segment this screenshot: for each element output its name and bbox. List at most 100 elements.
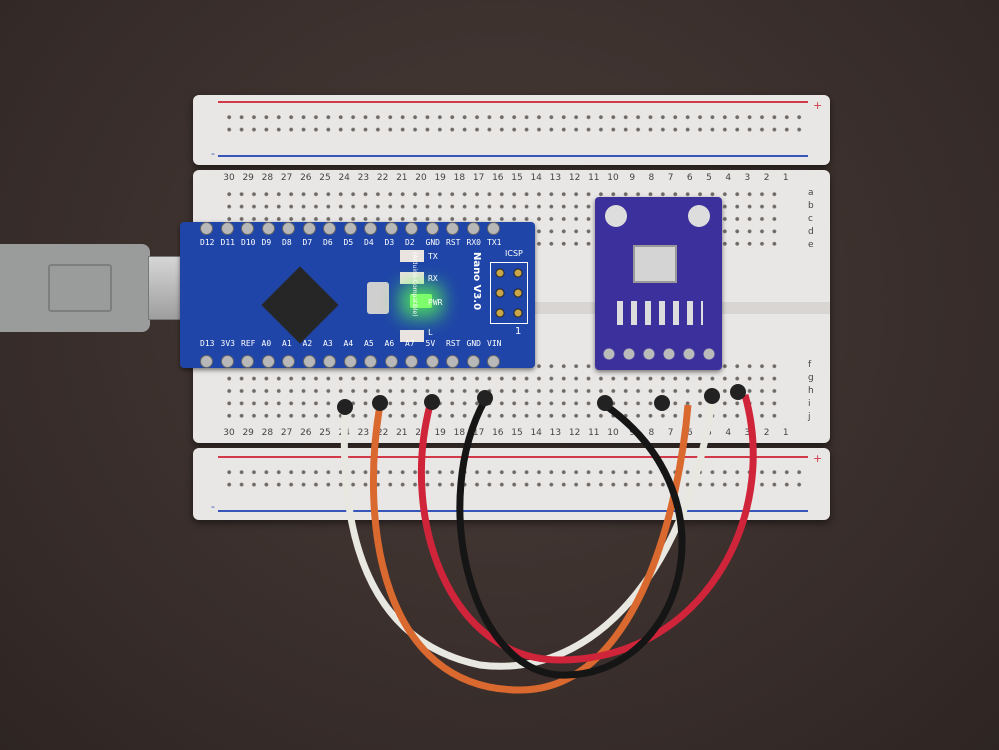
column-number: 28 [261, 173, 274, 183]
column-number: 16 [492, 173, 504, 183]
icsp-label: ICSP [505, 249, 523, 258]
column-number: 14 [530, 173, 542, 183]
column-number: 7 [667, 428, 674, 438]
column-number: 15 [511, 173, 523, 183]
column-number: 29 [242, 173, 254, 183]
header-pin [364, 222, 377, 235]
column-number: 19 [434, 428, 446, 438]
pin-label-gnd: GND [425, 238, 440, 247]
column-number: 3 [744, 428, 751, 438]
column-number: 15 [511, 428, 523, 438]
column-number: 18 [453, 428, 466, 438]
column-number: 1 [782, 173, 789, 183]
column-number: 28 [261, 428, 274, 438]
top-power-rail: + - [193, 95, 830, 165]
arduino-nano-board: Nano V3.0 (Arduino-Compatible) ICSP 1 D1… [180, 222, 535, 368]
header-pin [323, 222, 336, 235]
header-pin [200, 222, 213, 235]
reset-button [367, 282, 389, 314]
pin-label-d13: D13 [200, 339, 215, 348]
column-number: 19 [434, 173, 446, 183]
led-l [400, 330, 424, 342]
column-number: 6 [686, 173, 693, 183]
header-pin [302, 222, 316, 235]
header-pin [487, 355, 500, 368]
pin-label-a7: A7 [405, 339, 415, 348]
pin-label-d6: D6 [323, 238, 333, 247]
pin-label-d12: D12 [200, 238, 215, 247]
column-number: 21 [396, 173, 408, 183]
pin-label-d3: D3 [384, 238, 395, 247]
column-number: 23 [357, 173, 370, 183]
pressure-sensor-module [595, 197, 722, 370]
header-pin [343, 355, 357, 368]
rail-red-line [218, 101, 808, 103]
mounting-hole [605, 205, 627, 227]
header-pin [323, 355, 336, 368]
header-pin [466, 222, 480, 235]
column-number: 17 [472, 428, 485, 438]
header-pin [302, 355, 316, 368]
wire-orange [369, 404, 692, 694]
header-pin [261, 222, 275, 235]
wire-red [417, 394, 757, 664]
rail-holes [223, 466, 803, 494]
row-letter: h [808, 386, 814, 396]
icsp-pin1-label: 1 [515, 326, 522, 337]
header-pin [241, 222, 254, 235]
column-number: 27 [280, 428, 293, 438]
pin-label-rst: RST [446, 238, 461, 247]
column-number: 18 [453, 173, 466, 183]
usb-cable [0, 244, 150, 332]
minus-sign: - [211, 147, 215, 160]
led-label-rx: RX [428, 274, 438, 283]
row-letter: f [808, 360, 812, 370]
header-pin [200, 355, 213, 368]
pin-label-gnd: GND [466, 339, 481, 348]
pin-label-d2: D2 [405, 238, 415, 247]
plus-sign: + [813, 99, 823, 112]
header-pin [282, 222, 295, 235]
pin-label-d4: D4 [364, 238, 374, 247]
column-number: 30 [223, 428, 235, 438]
header-pin [384, 222, 398, 235]
column-number: 5 [706, 173, 712, 183]
header-pin [282, 355, 295, 368]
header-pin [405, 355, 418, 368]
column-number: 30 [223, 173, 235, 183]
row-letter: e [808, 240, 814, 250]
column-number: 25 [319, 173, 331, 183]
column-number: 26 [300, 428, 312, 438]
header-pin [487, 222, 500, 235]
pin-label-d8: D8 [282, 238, 292, 247]
row-letter: c [808, 214, 813, 224]
column-number: 26 [300, 173, 312, 183]
led-label-l: L [428, 328, 433, 337]
led-rx [400, 272, 424, 284]
rail-holes [223, 111, 803, 137]
pin-label-a5: A5 [364, 339, 374, 348]
mounting-hole [688, 205, 710, 227]
column-number: 25 [319, 428, 331, 438]
wire-black [456, 398, 686, 679]
rail-blue-line [218, 510, 808, 512]
pin-label-tx1: TX1 [487, 238, 502, 247]
pin-label-d5: D5 [343, 238, 354, 247]
column-number: 4 [725, 428, 732, 438]
pin-label-a1: A1 [282, 339, 292, 348]
header-pin [384, 355, 398, 368]
column-number: 8 [648, 173, 655, 183]
column-number: 12 [568, 173, 581, 183]
column-number: 11 [588, 428, 600, 438]
wire-white [340, 399, 716, 670]
header-pin [466, 355, 480, 368]
column-number: 16 [492, 428, 504, 438]
column-number: 21 [396, 428, 408, 438]
rail-red-line [218, 456, 808, 458]
pin-label-a4: A4 [343, 339, 354, 348]
column-number: 17 [472, 173, 485, 183]
header-pin [446, 355, 459, 368]
pin-label-a6: A6 [384, 339, 395, 348]
pin-label-a2: A2 [302, 339, 313, 348]
